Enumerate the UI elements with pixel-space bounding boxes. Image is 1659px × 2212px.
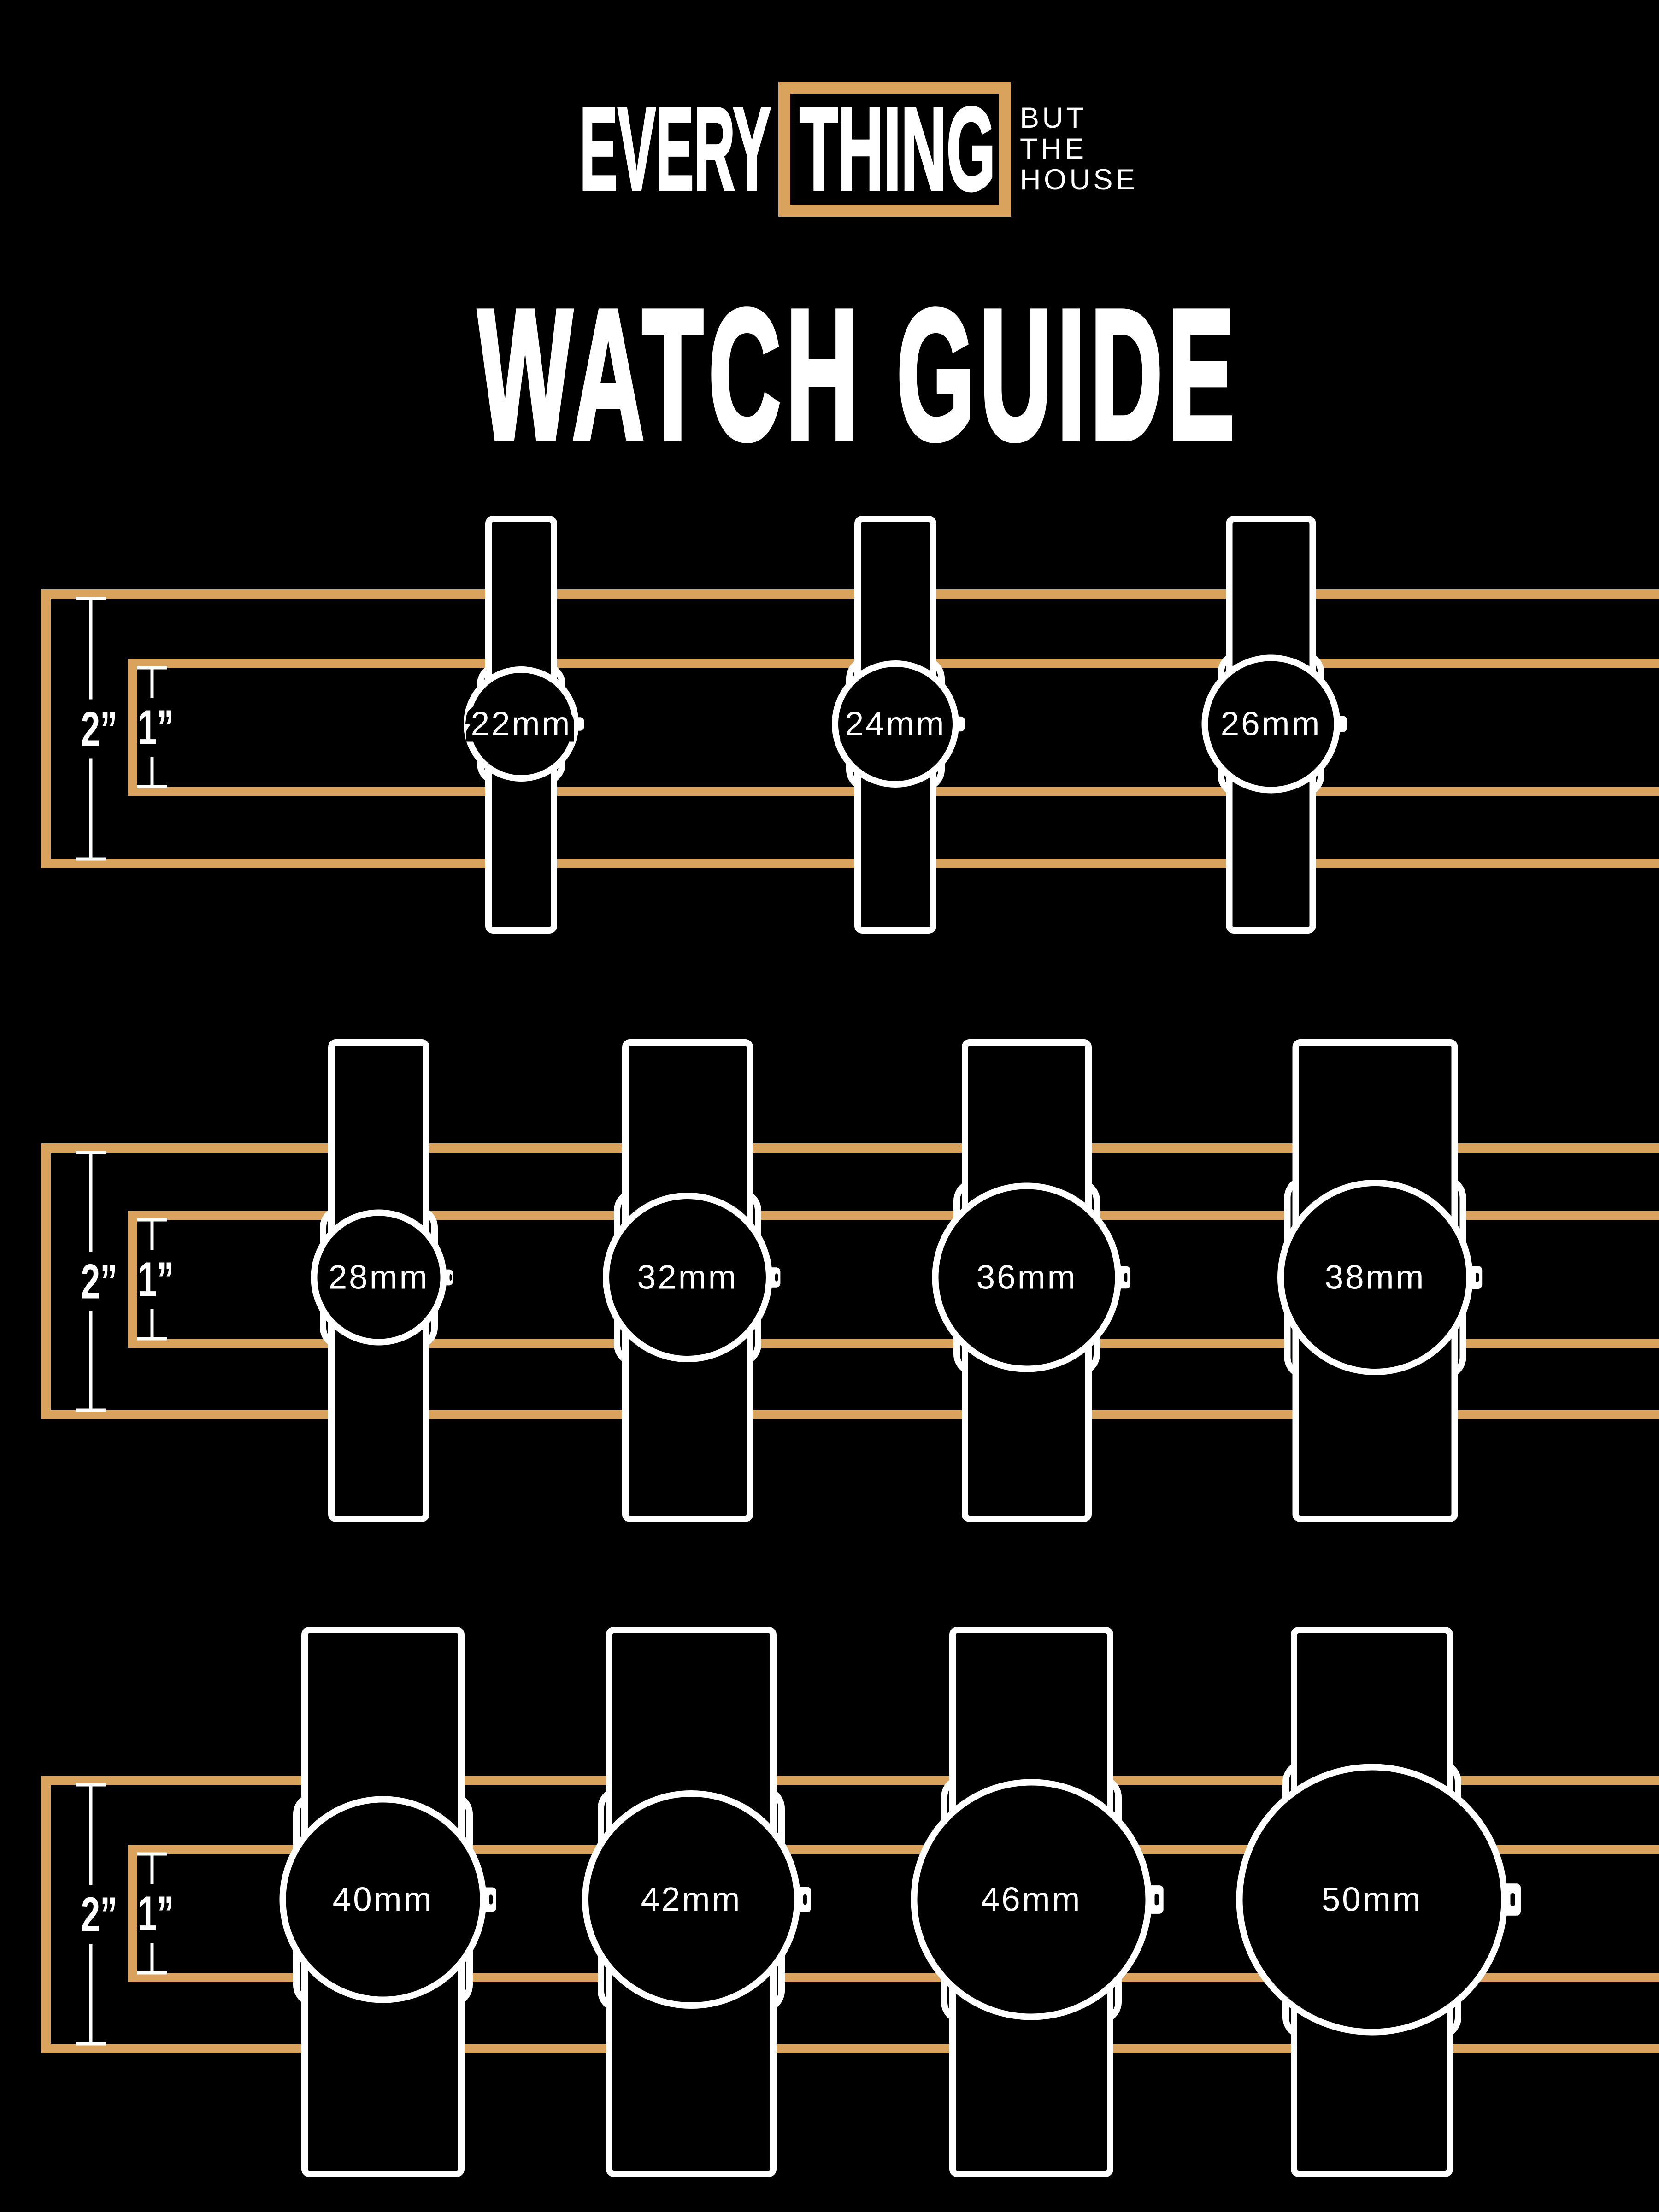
svg-text:HOUSE: HOUSE	[1020, 164, 1138, 196]
svg-text:2”: 2”	[81, 701, 117, 756]
svg-text:1”: 1”	[137, 1886, 174, 1941]
svg-text:42mm: 42mm	[641, 1881, 742, 1918]
svg-text:32mm: 32mm	[637, 1259, 738, 1296]
svg-text:THE: THE	[1020, 133, 1087, 165]
svg-text:2”: 2”	[81, 1887, 117, 1942]
svg-text:24mm: 24mm	[845, 706, 946, 743]
svg-text:1”: 1”	[137, 700, 174, 755]
svg-text:46mm: 46mm	[981, 1881, 1082, 1918]
svg-text:50mm: 50mm	[1322, 1881, 1423, 1918]
svg-text:EVERY: EVERY	[580, 82, 771, 215]
svg-text:22mm: 22mm	[471, 706, 572, 743]
svg-text:BUT: BUT	[1020, 102, 1087, 134]
svg-text:26mm: 26mm	[1221, 706, 1322, 743]
svg-text:THING: THING	[800, 83, 995, 215]
svg-text:WATCH GUIDE: WATCH GUIDE	[478, 272, 1240, 478]
svg-text:1”: 1”	[137, 1252, 174, 1307]
svg-text:38mm: 38mm	[1325, 1259, 1426, 1296]
svg-text:40mm: 40mm	[333, 1881, 434, 1918]
svg-text:2”: 2”	[81, 1253, 117, 1309]
svg-text:36mm: 36mm	[977, 1259, 1077, 1296]
svg-text:28mm: 28mm	[329, 1259, 429, 1296]
